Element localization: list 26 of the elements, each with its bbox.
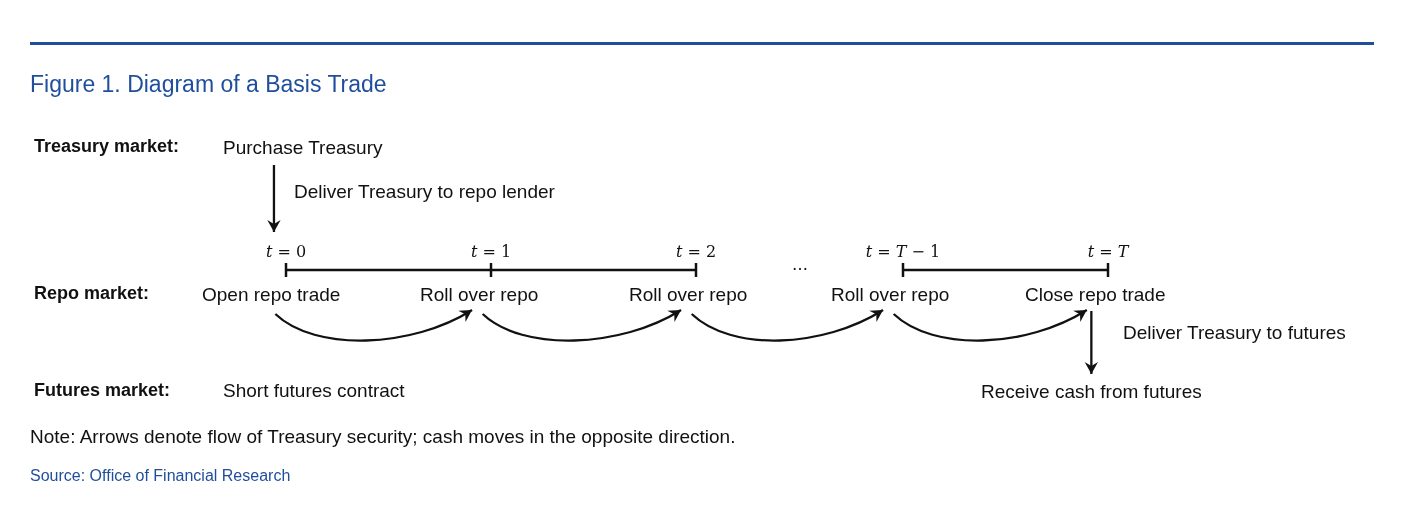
- text-label: Short futures contract: [223, 380, 405, 403]
- node-text: Close repo trade: [1025, 283, 1166, 306]
- time-label: …: [792, 255, 808, 275]
- text-label: Note: Arrows denote flow of Treasury security; cash moves in the opposite direction.: [30, 426, 736, 449]
- arrow: [267, 165, 281, 232]
- node-text: Purchase Treasury: [223, 136, 383, 159]
- node-text: Open repo trade: [202, 283, 341, 306]
- figure-title: Figure 1. Diagram of a Basis Trade: [30, 71, 387, 98]
- node-text: Roll over repo: [831, 283, 950, 306]
- time-label: t = T: [1087, 242, 1129, 262]
- arrow: [482, 309, 682, 342]
- arrow: [274, 309, 473, 342]
- row-label: Repo market:: [34, 283, 150, 305]
- time-label: t = 2: [675, 242, 717, 262]
- arrow: [893, 309, 1088, 342]
- node-text: Roll over repo: [420, 283, 539, 306]
- source-note: Source: Office of Financial Research: [30, 466, 291, 486]
- node-text: Receive cash from futures: [981, 380, 1202, 403]
- arrow: [1084, 311, 1098, 374]
- row-label: Treasury market:: [34, 136, 180, 158]
- time-label: t = 1: [470, 242, 512, 262]
- arrow: [691, 309, 884, 342]
- node-text: Roll over repo: [629, 283, 748, 306]
- row-label: Futures market:: [34, 380, 171, 402]
- time-label: t = T − 1: [865, 242, 941, 262]
- time-label: t = 0: [265, 242, 307, 262]
